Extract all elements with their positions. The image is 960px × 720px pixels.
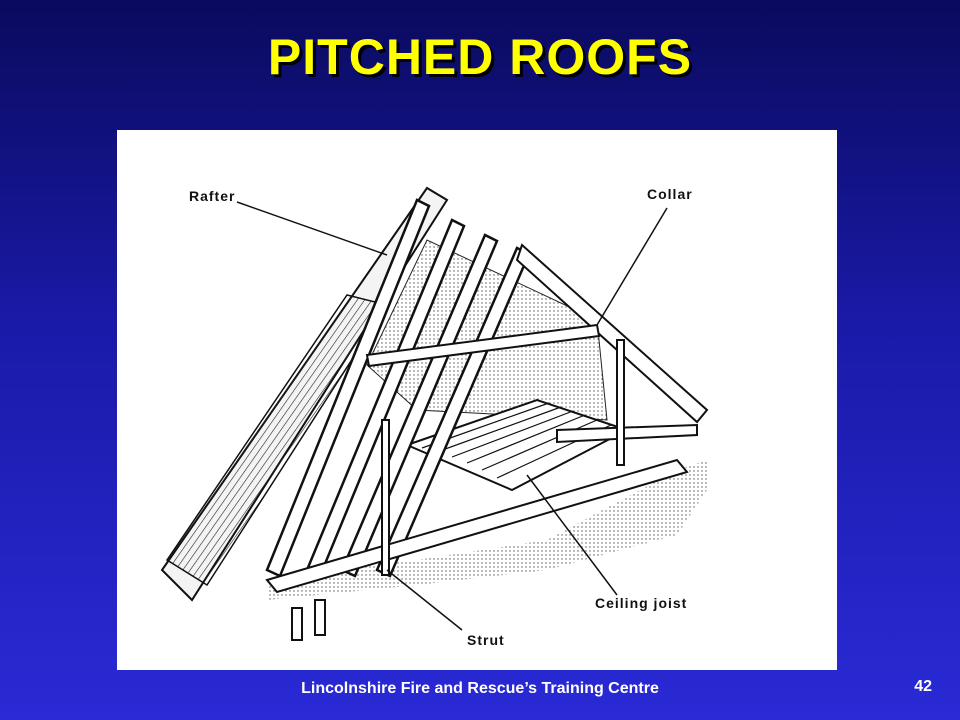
roof-illustration xyxy=(160,186,709,641)
page-number: 42 xyxy=(914,678,932,695)
slide-title: PITCHED ROOFS xyxy=(267,29,693,85)
wall-plate-right xyxy=(556,423,698,444)
label-ceiling-joist: Ceiling joist xyxy=(595,595,688,611)
strut-post-right xyxy=(616,339,625,466)
label-collar: Collar xyxy=(647,186,693,202)
roof-diagram: Rafter Collar Ceiling joist Strut xyxy=(117,130,837,670)
wall-plate xyxy=(265,458,689,594)
collar-beam xyxy=(365,323,601,368)
strut-post xyxy=(381,419,390,576)
label-rafter: Rafter xyxy=(189,188,236,204)
far-slope xyxy=(515,243,709,424)
label-strut: Strut xyxy=(467,632,505,648)
leader-lines xyxy=(236,201,668,631)
footer-text: Lincolnshire Fire and Rescue’s Training … xyxy=(301,680,659,697)
ground-shading xyxy=(267,460,707,600)
